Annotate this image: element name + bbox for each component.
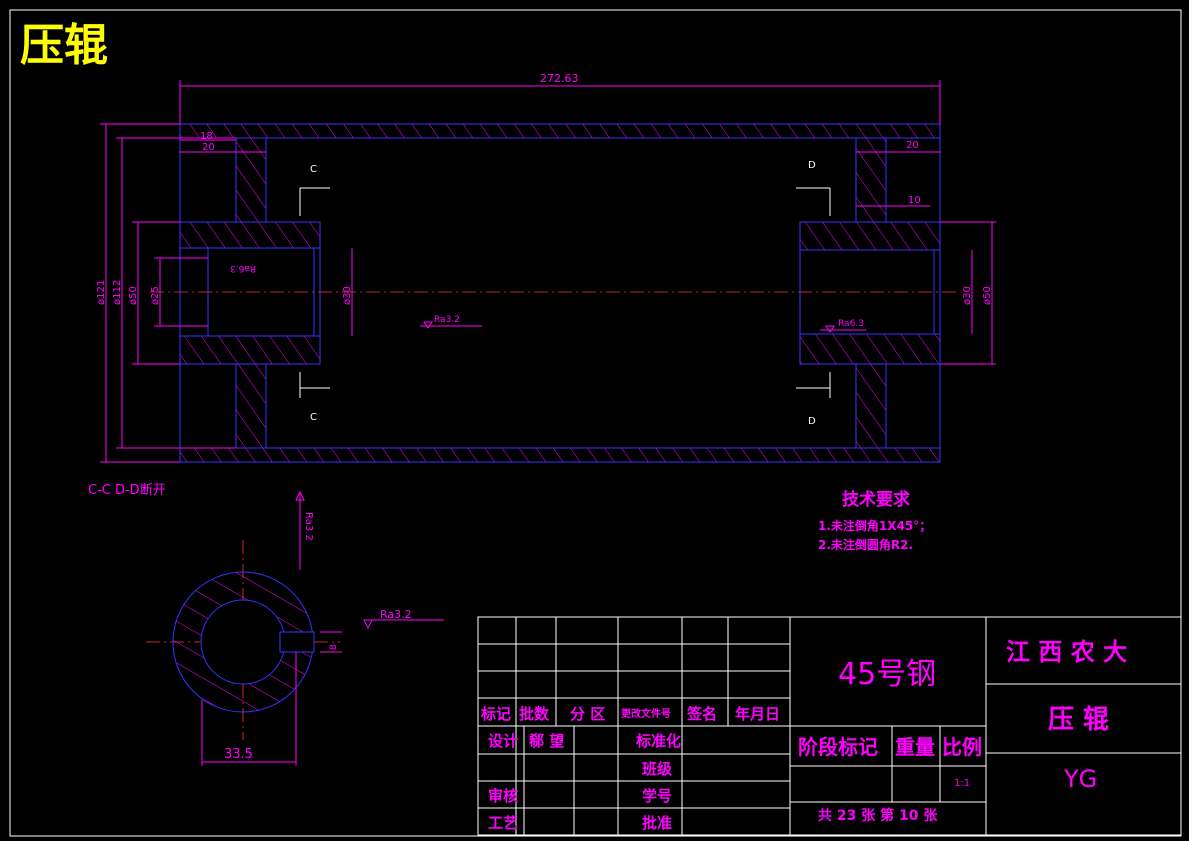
section-mark-d-top: D — [808, 160, 816, 171]
roughness-ra32: Ra3.2 — [434, 315, 460, 325]
dim-keyway-width: 33.5 — [224, 747, 253, 762]
tb-header-sign: 签名 — [686, 705, 717, 723]
left-hub-lower — [179, 335, 321, 365]
section-inner-bore — [200, 599, 286, 685]
section-ra-top: Ra3.2 — [303, 512, 314, 541]
tb-row-process-label: 工艺 — [488, 814, 518, 832]
tb-code: YG — [1063, 765, 1097, 793]
tech-item-1: 1.未注倒角1X45°； — [818, 518, 931, 533]
dim-keyway-depth: 8 — [329, 644, 339, 650]
tb-row-class-label2: 班级 — [642, 760, 673, 778]
dim-d30-left: ø30 — [342, 286, 353, 305]
main-view: 272.63 18 20 20 10 ø121 ø112 ø50 ø25 ø30 — [96, 72, 996, 463]
tb-weight-label: 重量 — [895, 735, 935, 759]
dim-d112: ø112 — [112, 280, 123, 305]
tb-row-design-label: 设计 — [488, 732, 518, 750]
section-keyway — [279, 631, 315, 653]
drawing-title: 压辊 — [20, 20, 108, 71]
tb-header-mark: 标记 — [480, 705, 511, 723]
dim-overall-length: 272.63 — [540, 72, 579, 85]
tb-sheets: 共 23 张 第 10 张 — [818, 807, 938, 824]
tb-header-zone: 分 区 — [570, 705, 605, 723]
tb-row-review-label2: 学号 — [642, 787, 672, 805]
tb-row-process-label2: 批准 — [642, 814, 672, 832]
drawing-frame — [9, 9, 1182, 837]
tech-heading: 技术要求 — [842, 489, 910, 510]
tb-material: 45号钢 — [838, 657, 936, 692]
dim-d25: ø25 — [150, 286, 161, 305]
tech-requirements: 技术要求 1.未注倒角1X45°； 2.未注倒圆角R2. — [818, 489, 931, 552]
title-block — [477, 616, 1182, 836]
right-web-lower — [855, 363, 887, 449]
left-web-upper — [235, 137, 267, 223]
dim-w10: 10 — [908, 195, 921, 206]
dim-d121: ø121 — [96, 280, 107, 305]
tb-header-doc: 更改文件号 — [621, 707, 671, 720]
tb-header-date: 年月日 — [735, 705, 780, 723]
tb-scale-label: 比例 — [942, 735, 982, 759]
section-view-title: C-C D-D断开 — [88, 483, 166, 498]
section-mark-c-bottom: C — [310, 412, 317, 423]
tb-scale-value: 1:1 — [954, 778, 970, 789]
left-hub-upper — [179, 221, 321, 249]
section-mark-c-top: C — [310, 164, 317, 175]
dim-d50-right: ø50 — [982, 286, 993, 305]
dim-d50-left: ø50 — [128, 286, 139, 305]
dim-d30-right: ø30 — [962, 286, 973, 305]
tb-school: 江 西 农 大 — [1006, 638, 1127, 666]
tb-part-name: 压 辊 — [1048, 704, 1109, 735]
right-hub-upper — [799, 221, 941, 251]
tech-item-2: 2.未注倒圆角R2. — [818, 537, 913, 552]
roughness-ra63-left: Ra6.3 — [230, 263, 256, 273]
dim-w20-left: 20 — [202, 142, 215, 153]
tb-row-review-label: 审核 — [488, 787, 518, 805]
right-web-upper — [855, 137, 887, 223]
title-block-text: 标记 批数 分 区 更改文件号 签名 年月日 设计 郗 望 标准化 班级 审核 … — [480, 638, 1127, 832]
left-web-lower — [235, 363, 267, 449]
dim-w20-right: 20 — [906, 140, 919, 151]
shell-top — [179, 123, 941, 139]
dim-w18: 18 — [200, 131, 213, 142]
tb-stage-label: 阶段标记 — [798, 735, 878, 759]
shell-bottom — [179, 447, 941, 463]
section-mark-d-bottom: D — [808, 416, 816, 427]
section-ra-right: Ra3.2 — [380, 608, 412, 621]
tb-row-design-value: 郗 望 — [528, 732, 564, 750]
tb-row-design-label2: 标准化 — [635, 732, 681, 750]
tb-header-batch: 批数 — [519, 705, 550, 723]
roughness-ra63-right: Ra6.3 — [838, 319, 864, 329]
section-view: C-C D-D断开 33.5 8 Ra3.2 Ra3.2 — [88, 483, 444, 766]
right-hub-lower — [799, 333, 941, 365]
